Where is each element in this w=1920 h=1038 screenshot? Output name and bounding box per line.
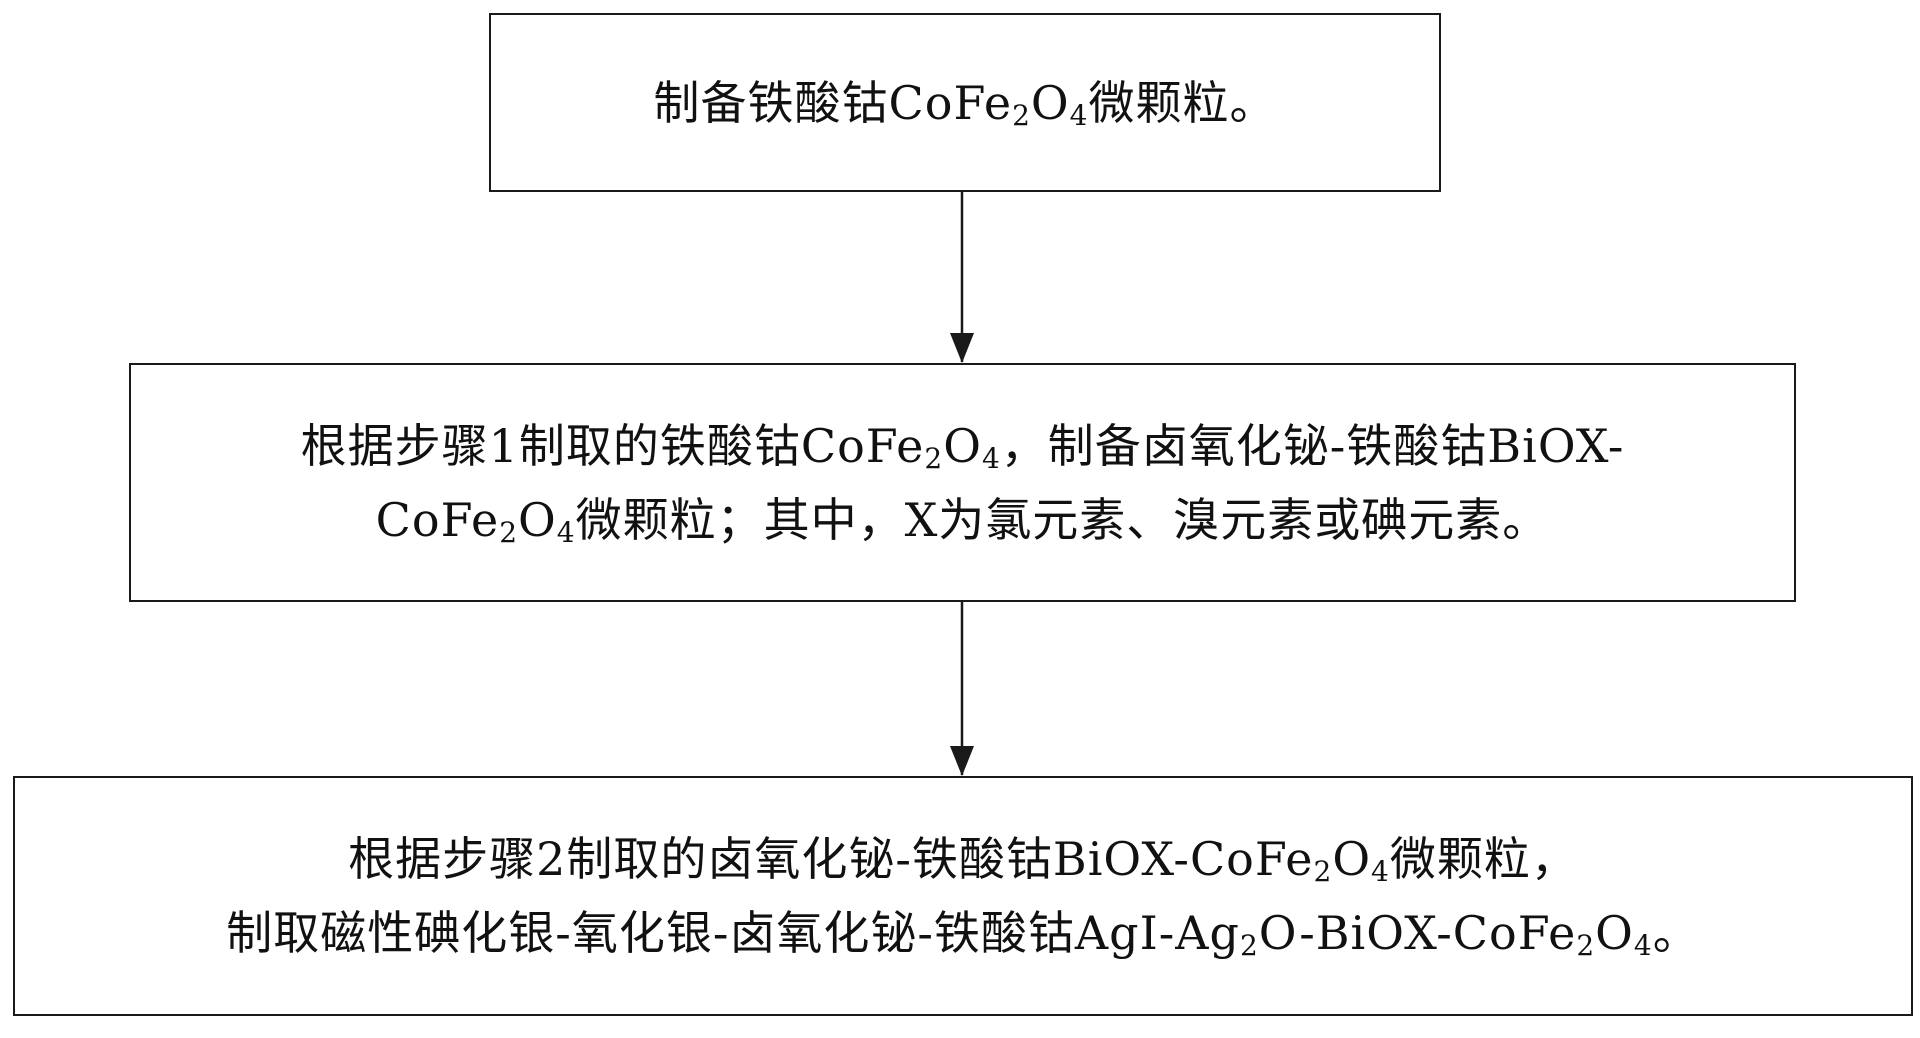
arrowhead-step-2-to-3 <box>950 746 974 776</box>
step-3-text: 根据步骤2制取的卤氧化铋-铁酸钴BiOX-CoFe2O4微颗粒， 制取磁性碘化银-… <box>226 822 1699 970</box>
step-3-box: 根据步骤2制取的卤氧化铋-铁酸钴BiOX-CoFe2O4微颗粒， 制取磁性碘化银-… <box>13 776 1913 1016</box>
step-2-text: 根据步骤1制取的铁酸钴CoFe2O4，制备卤氧化铋-铁酸钴BiOX- CoFe2O… <box>301 409 1625 557</box>
subscript: 4 <box>981 441 1001 475</box>
step-3-line-2: 制取磁性碘化银-氧化银-卤氧化铋-铁酸钴AgI-Ag2O-BiOX-CoFe2O… <box>226 906 1700 962</box>
step-1-line-1: 制备铁酸钴CoFe2O4微颗粒。 <box>653 75 1277 132</box>
subscript: 4 <box>1371 855 1390 888</box>
step-2-line-1: 根据步骤1制取的铁酸钴CoFe2O4，制备卤氧化铋-铁酸钴BiOX- <box>300 418 1625 475</box>
step-1-box: 制备铁酸钴CoFe2O4微颗粒。 <box>489 13 1441 192</box>
arrowhead-step-1-to-2 <box>950 333 974 363</box>
subscript: 4 <box>556 515 576 549</box>
subscript: 2 <box>1012 98 1031 132</box>
step-2-line-2: CoFe2O4微颗粒；其中，X为氯元素、溴元素或碘元素。 <box>375 492 1550 549</box>
subscript: 4 <box>1633 929 1653 962</box>
subscript: 2 <box>1313 855 1333 888</box>
subscript: 2 <box>1576 929 1596 962</box>
subscript: 4 <box>1069 98 1089 132</box>
step-1-text: 制备铁酸钴CoFe2O4微颗粒。 <box>654 66 1277 140</box>
subscript: 2 <box>924 441 944 475</box>
step-2-box: 根据步骤1制取的铁酸钴CoFe2O4，制备卤氧化铋-铁酸钴BiOX- CoFe2O… <box>129 363 1796 602</box>
step-3-line-1: 根据步骤2制取的卤氧化铋-铁酸钴BiOX-CoFe2O4微颗粒， <box>348 832 1578 888</box>
subscript: 2 <box>1239 929 1259 962</box>
subscript: 2 <box>499 515 519 549</box>
